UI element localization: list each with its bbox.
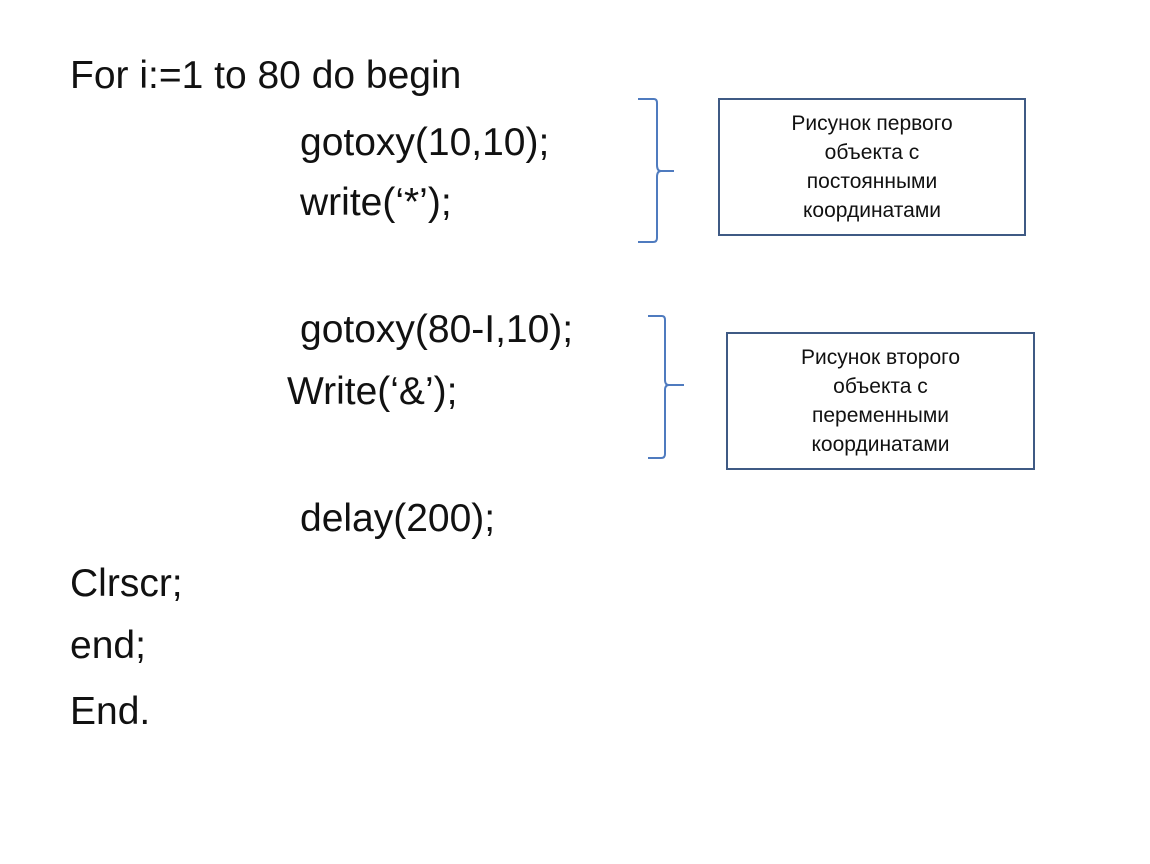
annotation-first-line-4: координатами xyxy=(802,199,941,222)
right-brace-first-path xyxy=(638,98,674,243)
right-brace-first xyxy=(638,98,674,243)
code-line-write-ampersand: Write(‘&’); xyxy=(287,370,458,413)
annotation-first-line-1: Рисунок первого xyxy=(791,112,953,135)
code-line-gotoxy-fixed: gotoxy(10,10); xyxy=(300,121,550,164)
annotation-first-line-2: объекта с xyxy=(824,141,920,164)
code-line-end: end; xyxy=(70,624,146,667)
code-line-delay: delay(200); xyxy=(300,497,496,540)
annotation-box-second: Рисунок второго объекта с переменными ко… xyxy=(726,332,1035,470)
code-line-gotoxy-variable: gotoxy(80-I,10); xyxy=(300,308,574,351)
code-line-write-star: write(‘*’); xyxy=(300,181,452,224)
annotation-second-line-4: координатами xyxy=(811,433,950,456)
annotation-second-line-2: объекта с xyxy=(833,375,928,398)
code-line-clrscr: Clrscr; xyxy=(70,562,183,605)
annotation-box-first: Рисунок первого объекта с постоянными ко… xyxy=(718,98,1026,236)
code-line-end-program: End. xyxy=(70,690,151,733)
annotation-second-line-1: Рисунок второго xyxy=(800,346,961,369)
annotation-second-line-3: переменными xyxy=(812,404,949,427)
annotation-first-line-3: постоянными xyxy=(806,170,938,193)
right-brace-second-path xyxy=(648,315,684,459)
right-brace-second xyxy=(648,315,684,459)
code-line-for: For i:=1 to 80 do begin xyxy=(70,54,462,97)
